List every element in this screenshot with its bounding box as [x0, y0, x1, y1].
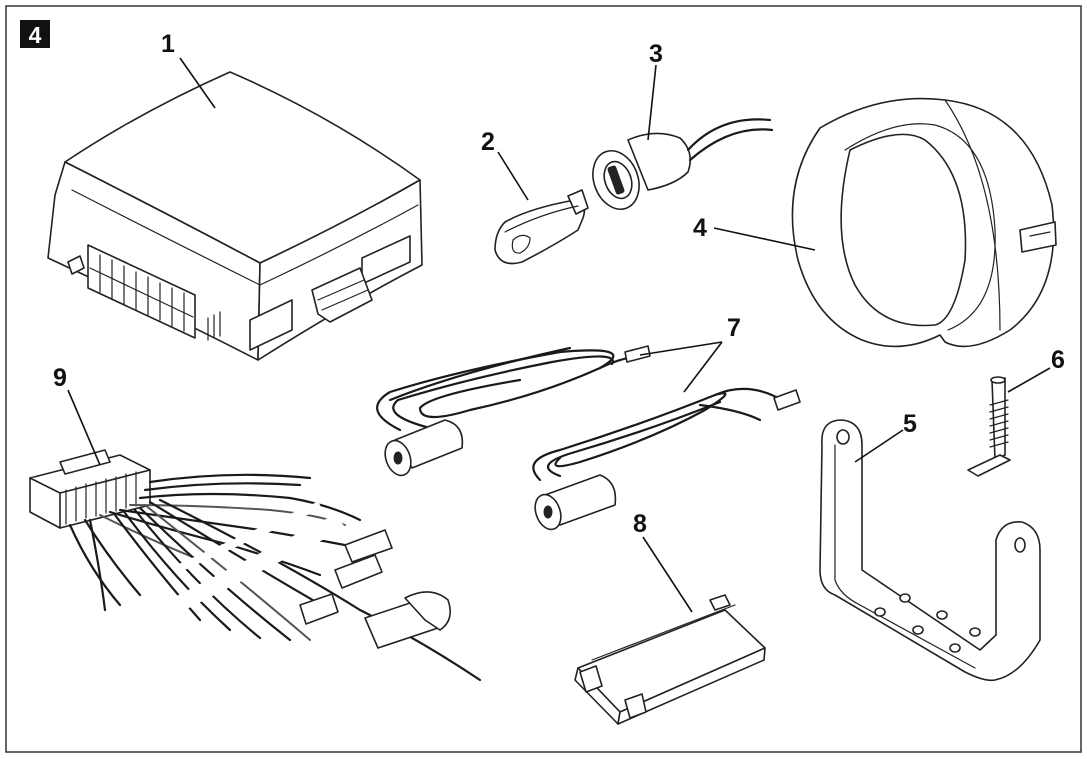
part-label-4: 4	[693, 214, 707, 242]
leader-lines	[67, 57, 1051, 613]
figure-number-badge: 4	[20, 20, 50, 48]
part-label-9: 9	[53, 364, 67, 392]
control-unit-icon	[47, 71, 423, 361]
diagram-border	[5, 5, 1082, 753]
part-label-6: 6	[1051, 346, 1065, 374]
wiring-harness-icon	[29, 449, 482, 682]
module-icon	[574, 594, 766, 725]
figure-number: 4	[29, 22, 42, 48]
key-fob-icon	[494, 189, 589, 265]
part-label-8: 8	[633, 510, 647, 538]
bracket-icon	[819, 419, 1041, 682]
part-label-2: 2	[481, 128, 495, 156]
screw-icon	[967, 376, 1011, 477]
part-label-1: 1	[161, 30, 175, 58]
mounting-ring-icon	[791, 97, 1057, 348]
part-label-7: 7	[727, 314, 741, 342]
part-label-3: 3	[649, 40, 663, 68]
led-indicator-icon	[592, 118, 774, 210]
sensor-cable-icon	[376, 345, 801, 531]
part-label-5: 5	[903, 410, 917, 438]
